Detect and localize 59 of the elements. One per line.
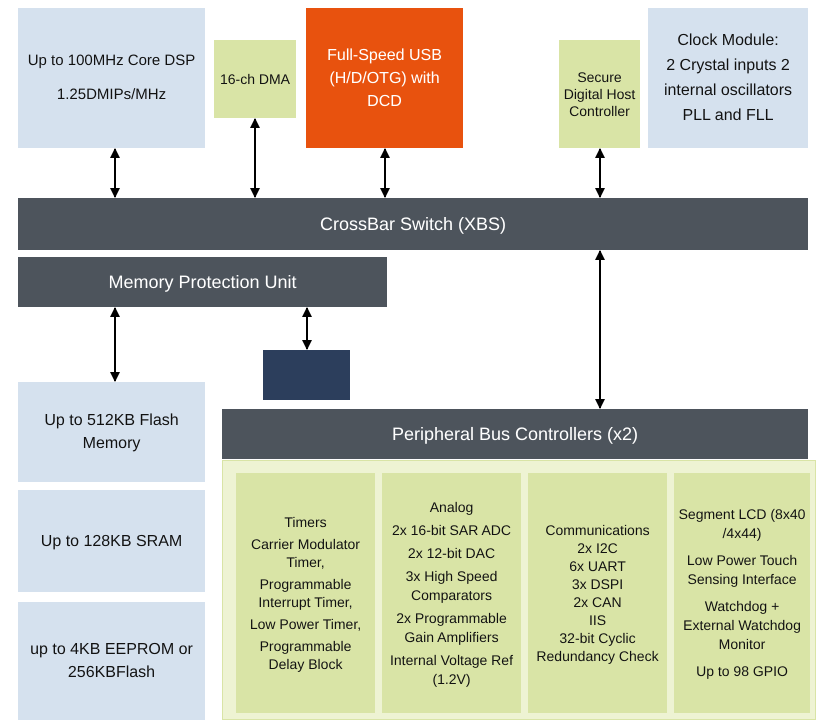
box-text: 2 Crystal inputs 2 internal oscillators PLL and FLL <box>662 56 794 126</box>
box-text: 3x High Speed Comparators <box>404 566 498 604</box>
box-text: 16-ch DMA <box>220 70 290 88</box>
crossbar-bar <box>18 198 808 250</box>
sram-box <box>18 490 205 592</box>
core-box <box>18 8 205 148</box>
usb-box <box>306 8 463 148</box>
dma-box <box>214 40 296 118</box>
double-arrow <box>302 307 312 350</box>
box-text: IIS <box>588 611 606 629</box>
box-heading: Up to 100MHz Core DSP <box>28 52 196 70</box>
double-arrow <box>110 307 120 382</box>
flash-box <box>18 382 205 482</box>
box-text: 2x 16-bit SAR ADC <box>392 520 512 540</box>
sd-host-box <box>559 40 640 148</box>
mpu-bar <box>18 257 387 307</box>
box-text: Programmable Interrupt Timer, <box>257 575 354 611</box>
box-text: CrossBar Switch (XBS) <box>320 212 506 236</box>
box-text: Internal Voltage Ref (1.2V) <box>389 650 514 688</box>
clock-box <box>648 8 808 148</box>
box-text: Programmable Delay Block <box>258 637 352 673</box>
box-text: 32-bit Cyclic Redundancy Check <box>535 629 660 665</box>
box-text: 2x CAN <box>573 593 622 611</box>
double-arrow <box>595 148 605 198</box>
box-text: Carrier Modulator Timer, <box>250 535 361 571</box>
timers-card <box>236 473 375 713</box>
double-arrow <box>110 148 120 198</box>
peripheral-bus-bar <box>222 409 808 459</box>
bus-box <box>263 350 350 400</box>
box-text: 3x DSPI <box>572 575 624 593</box>
box-text: 2x 12-bit DAC <box>408 544 496 562</box>
lcd-watchdog-card <box>674 473 810 713</box>
box-heading: Communications <box>545 521 650 539</box>
box-text: 2x Programmable Gain Amplifiers <box>395 608 508 646</box>
box-text: Low Power Touch Sensing Interface <box>686 551 798 589</box>
box-text: Low Power Timer, <box>250 615 362 633</box>
analog-card <box>382 473 521 713</box>
memory-box <box>18 602 205 720</box>
peripheral-panel <box>222 460 816 720</box>
box-text: Secure Digital Host Controller <box>563 68 636 120</box>
box-text: Watchdog + External Watchdog Monitor <box>682 597 802 654</box>
communications-card <box>528 473 667 713</box>
box-heading: Clock Module: <box>677 31 779 51</box>
box-text: Peripheral Bus Controllers (x2) <box>392 422 638 446</box>
box-heading: Analog <box>430 498 474 516</box>
box-heading: Timers <box>284 513 327 531</box>
box-text: Memory Protection Unit <box>108 270 297 294</box>
box-text: Up to 128KB SRAM <box>40 532 182 552</box>
box-text: 2x I2C <box>577 539 618 557</box>
box-text: 1.25DMIPs/MHz <box>56 86 166 104</box>
box-text: 6x UART <box>569 557 626 575</box>
double-arrow <box>250 118 260 198</box>
box-text: Full-Speed USB (H/D/OTG) with DCD <box>326 46 443 112</box>
box-heading: Segment LCD (8x40 /4x44) <box>678 505 806 543</box>
box-text: Up to 98 GPIO <box>696 662 788 681</box>
double-arrow <box>380 148 390 198</box>
box-text: up to 4KB EEPROM or 256KBFlash <box>29 640 194 683</box>
box-text: Up to 512KB Flash Memory <box>43 411 180 454</box>
double-arrow <box>595 250 605 409</box>
